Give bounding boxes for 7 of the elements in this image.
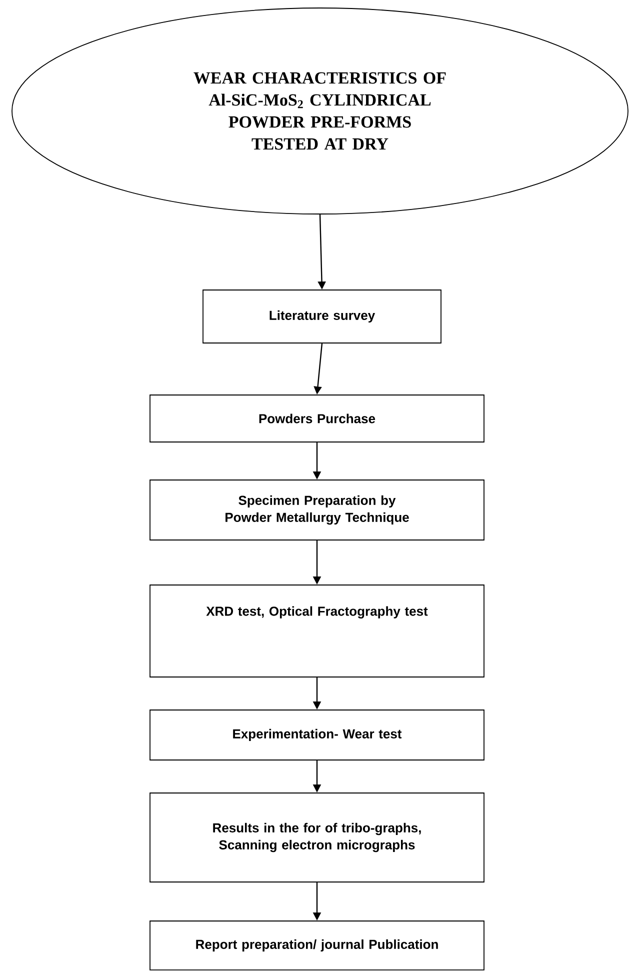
process-box: Powders Purchase [150, 394, 484, 442]
process-box: Results in the for of tribo-graphs, Scanning electron micrographs [150, 792, 484, 882]
process-box: XRD test, Optical Fractography test [150, 584, 484, 678]
process-box: Report preparation/ journal Publication [150, 920, 484, 970]
process-box: Experimentation- Wear test [150, 710, 484, 760]
process-box: Specimen Preparation by Powder Metallurgy Technique [150, 480, 484, 540]
process-box: Literature survey [202, 290, 442, 344]
